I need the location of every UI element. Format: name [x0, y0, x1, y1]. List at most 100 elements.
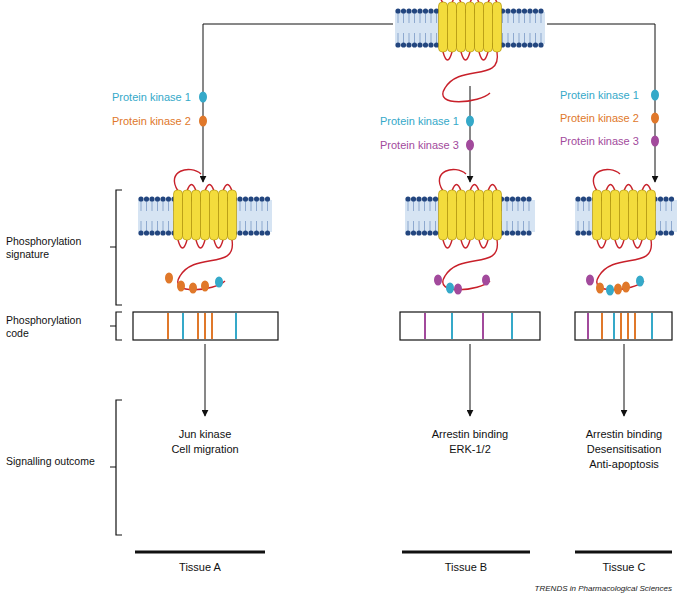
- row-label: Phosphorylation signature: [6, 235, 106, 261]
- lipid-head: [511, 42, 516, 47]
- phosphate: [614, 284, 622, 295]
- helix: [457, 190, 466, 240]
- tissue-label: Tissue A: [179, 561, 221, 574]
- row-label: Signalling outcome: [6, 455, 106, 468]
- lipid-head: [423, 8, 428, 13]
- helix: [602, 190, 611, 240]
- outcome-text: Anti-apoptosis: [589, 458, 659, 471]
- helix: [647, 190, 656, 240]
- lipid-head: [423, 42, 428, 47]
- lipid-head: [417, 42, 422, 47]
- lipid-head: [411, 230, 416, 235]
- lipid-head: [265, 196, 270, 201]
- kinase-dot: [651, 90, 659, 101]
- lipid-head: [510, 196, 515, 201]
- lipid-head: [395, 42, 400, 47]
- c-terminal-tail: [443, 240, 498, 290]
- code-bar: [424, 313, 426, 339]
- phosphate: [482, 275, 490, 286]
- lipid-head: [533, 42, 538, 47]
- lipid-head: [538, 8, 543, 13]
- lipid-head: [575, 230, 580, 235]
- code-bar: [167, 313, 169, 339]
- helix: [439, 2, 448, 52]
- lipid-head: [526, 196, 531, 201]
- lipid-head: [138, 196, 143, 201]
- kinase-dot: [651, 136, 659, 147]
- helix: [593, 190, 602, 240]
- kinase-dot: [466, 140, 474, 151]
- code-frame: [400, 312, 540, 340]
- lipid-head: [160, 196, 165, 201]
- receptor: [138, 169, 272, 293]
- lipid-head: [575, 196, 580, 201]
- lipid-head: [259, 196, 264, 201]
- lipid-head: [417, 8, 422, 13]
- kinase-dot: [466, 116, 474, 127]
- lipid-head: [663, 230, 668, 235]
- lipid-head: [144, 230, 149, 235]
- code-bar: [587, 313, 589, 339]
- lipid-head: [144, 196, 149, 201]
- helix: [219, 190, 228, 240]
- helix: [611, 190, 620, 240]
- lipid-head: [515, 196, 520, 201]
- lipid-head: [155, 230, 160, 235]
- lipid-head: [149, 230, 154, 235]
- receptors: [138, 0, 677, 296]
- kinase-label: Protein kinase 2: [560, 112, 639, 125]
- outcome-text: ERK-1/2: [449, 443, 491, 456]
- lipid-head: [538, 42, 543, 47]
- lipid-head: [521, 196, 526, 201]
- tissue-line: [402, 551, 530, 554]
- code-box: [575, 312, 672, 340]
- helix: [439, 190, 448, 240]
- outcome-text: Cell migration: [171, 443, 238, 456]
- lipid-head: [160, 230, 165, 235]
- receptor-loop: [439, 0, 497, 60]
- kinase-label: Protein kinase 1: [560, 89, 639, 102]
- lipid-head: [237, 230, 242, 235]
- lipid-head: [527, 42, 532, 47]
- lipid-head: [511, 8, 516, 13]
- phosphate: [596, 283, 604, 294]
- code-bar: [627, 313, 629, 339]
- lipid-head: [527, 8, 532, 13]
- lipid-head: [522, 8, 527, 13]
- kinase-dot: [199, 92, 207, 103]
- phosphate: [201, 281, 209, 292]
- code-bar: [613, 313, 615, 339]
- phosphate: [177, 281, 185, 292]
- lipid-head: [669, 196, 674, 201]
- helix: [493, 2, 502, 52]
- tissue-line: [135, 551, 265, 554]
- lipid-head: [663, 196, 668, 201]
- row-label: Phosphorylation code: [6, 314, 106, 340]
- helix: [484, 190, 493, 240]
- kinase-label: Protein kinase 3: [380, 139, 459, 152]
- lipid-head: [265, 230, 270, 235]
- lipid-head: [510, 230, 515, 235]
- lipid-head: [412, 42, 417, 47]
- phosphate: [165, 273, 173, 284]
- code-box: [133, 312, 278, 340]
- lipid-head: [401, 8, 406, 13]
- lipid-head: [138, 230, 143, 235]
- lipid-head: [166, 196, 171, 201]
- lipid-head: [405, 230, 410, 235]
- helix: [475, 190, 484, 240]
- lipid-head: [395, 8, 400, 13]
- phosphate: [446, 283, 454, 294]
- lipid-head: [533, 8, 538, 13]
- kinase-label: Protein kinase 1: [112, 91, 191, 104]
- lipid-head: [416, 230, 421, 235]
- helix: [466, 2, 475, 52]
- lipid-head: [581, 196, 586, 201]
- kinase-dot: [199, 116, 207, 127]
- lipid-head: [516, 8, 521, 13]
- helix: [448, 2, 457, 52]
- lipid-head: [243, 196, 248, 201]
- helix: [183, 190, 192, 240]
- flow-arrow: [470, 344, 471, 416]
